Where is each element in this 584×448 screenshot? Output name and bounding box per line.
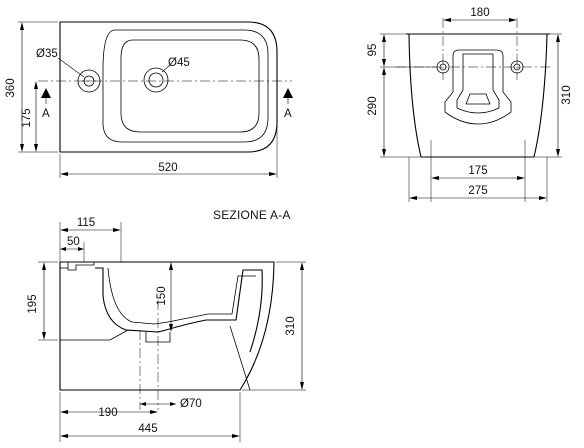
plan-depth-dim: 360	[5, 78, 17, 97]
plan-rim-outline	[102, 29, 269, 143]
rear-view: 180 95 290 310 175 275	[367, 7, 573, 202]
section-rim-offset-dim: 50	[67, 236, 80, 248]
rear-body-outline	[408, 33, 548, 158]
rear-base-width-dim: 175	[468, 165, 487, 177]
section-mark-right: A	[284, 108, 292, 120]
section-projection-dim: 445	[138, 423, 157, 435]
rear-fixing-spacing-dim: 180	[470, 7, 489, 19]
section-outer-shell	[59, 261, 275, 391]
section-waste-diameter-dim: Ø70	[180, 398, 202, 410]
plan-width-dim: 520	[158, 162, 177, 174]
section-bowl-depth-dim: 150	[156, 286, 168, 305]
plan-bowl-outline	[120, 39, 260, 133]
section-waste-distance-dim: 190	[98, 407, 117, 419]
section-bowl	[95, 267, 263, 353]
tap-hole-label: Ø35	[36, 48, 58, 60]
plan-outline	[59, 21, 278, 153]
plan-tap-offset-dim: 175	[21, 108, 33, 127]
plan-view: Ø35 Ø45 A A 360 175 520	[5, 21, 293, 178]
section-tap-depth-dim: 115	[77, 217, 95, 229]
drain-hole-icon	[143, 67, 169, 93]
section-height-dim: 310	[285, 316, 297, 335]
rear-total-width-dim: 275	[468, 185, 487, 197]
rear-fixing-floor-dim: 290	[367, 96, 379, 115]
section-waste-height-dim: 195	[27, 294, 39, 313]
drain-hole-label: Ø45	[168, 57, 190, 69]
section-view: SEZIONE A-A 115 50 195	[27, 208, 306, 442]
rear-recess	[444, 49, 512, 125]
section-title: SEZIONE A-A	[213, 208, 291, 222]
rear-total-height-dim: 310	[561, 85, 573, 104]
section-mark-left: A	[42, 108, 50, 120]
rear-fixing-height-dim: 95	[367, 44, 379, 57]
